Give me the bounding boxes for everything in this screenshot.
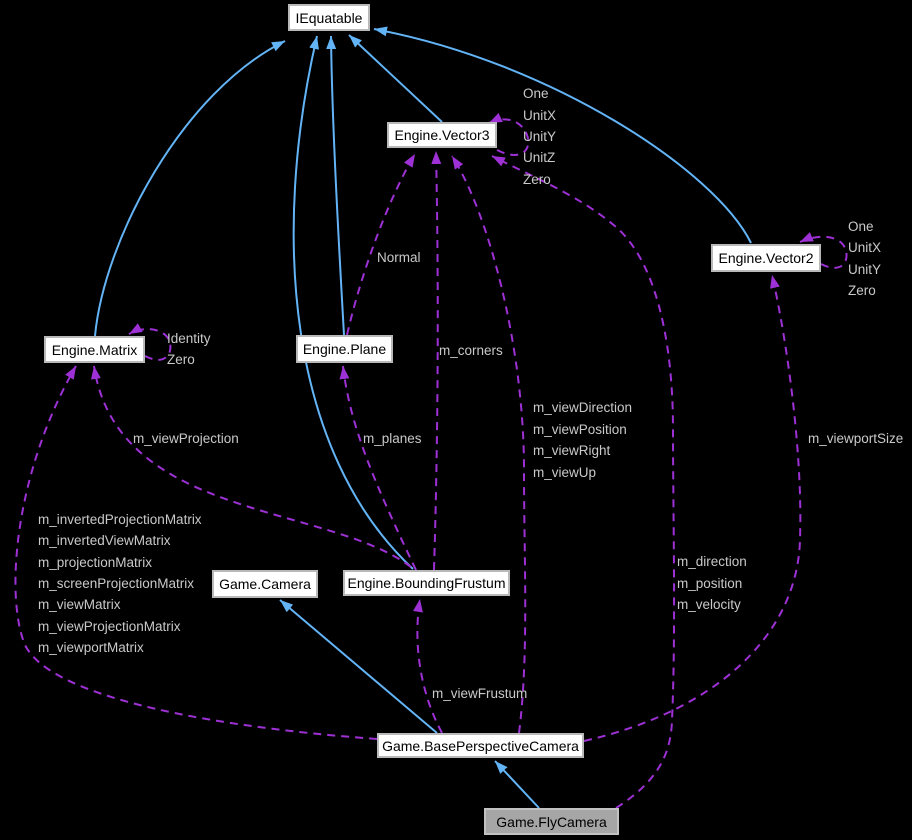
node-iequatable-label: IEquatable (295, 9, 363, 26)
node-baseperspectivecamera-label: Game.BasePerspectiveCamera (382, 737, 579, 754)
edge-usage-boundingfrustum-vector3 (431, 150, 442, 571)
edge-label-matrix-identity: Identity (167, 331, 211, 346)
node-game-baseperspectivecamera[interactable]: Game.BasePerspectiveCamera (377, 733, 584, 758)
node-engine-vector2[interactable]: Engine.Vector2 (711, 244, 821, 272)
edge-label-vector3-unity: UnitY (523, 129, 557, 144)
edge-usage-basecamera-vector2 (583, 274, 802, 742)
edge-usage-boundingfrustum-matrix (90, 365, 412, 568)
edge-label-m-viewright: m_viewRight (533, 443, 611, 458)
edge-usage-boundingfrustum-plane (339, 365, 417, 571)
edge-label-vector3-unitx: UnitX (523, 108, 557, 123)
node-vector3-label: Engine.Vector3 (394, 127, 490, 143)
edge-inherit-basecamera-camera (279, 599, 438, 734)
edge-label-m-viewportsize: m_viewportSize (808, 431, 904, 446)
node-game-flycamera: Game.FlyCamera (484, 808, 619, 835)
edge-label-vector2-unity: UnitY (848, 262, 882, 277)
edge-label-matrix-zero: Zero (167, 352, 195, 367)
edge-label-vector2-unitx: UnitX (848, 240, 882, 255)
edge-label-m-position: m_position (677, 576, 743, 591)
edge-inherit-plane-iequatable (326, 35, 345, 336)
edge-label-m-viewdirection: m_viewDirection (533, 400, 633, 415)
edge-label-m-viewprojectionmatrix: m_viewProjectionMatrix (38, 619, 181, 634)
edge-label-vector2-one: One (848, 219, 874, 234)
node-camera-label: Game.Camera (219, 576, 311, 592)
edge-label-vector2-zero: Zero (848, 283, 876, 298)
edge-label-vector3-one: One (523, 86, 549, 101)
edge-usage-plane-vector3 (346, 153, 416, 336)
edge-label-m-viewmatrix: m_viewMatrix (38, 597, 121, 612)
node-matrix-label: Engine.Matrix (51, 341, 138, 358)
edge-usage-vector3-self-loop (488, 112, 530, 156)
node-engine-boundingfrustum[interactable]: Engine.BoundingFrustum (343, 570, 510, 596)
node-engine-vector3[interactable]: Engine.Vector3 (387, 122, 497, 148)
node-engine-matrix[interactable]: Engine.Matrix (44, 336, 145, 363)
edge-label-m-invertedprojectionmatrix: m_invertedProjectionMatrix (38, 512, 202, 527)
edge-inherit-boundingfrustum-iequatable (292, 35, 414, 570)
edge-label-m-screenprojectionmatrix: m_screenProjectionMatrix (38, 576, 195, 591)
edge-label-m-viewfrustum: m_viewFrustum (432, 686, 528, 701)
edge-label-m-planes: m_planes (363, 431, 422, 446)
edge-label-vector3-zero: Zero (523, 172, 551, 187)
edge-usage-basecamera-boundingfrustum (413, 598, 443, 734)
edge-label-m-viewposition: m_viewPosition (533, 422, 627, 437)
edge-inherit-flycamera-basecamera (494, 760, 540, 809)
edge-label-m-corners: m_corners (439, 343, 503, 358)
edge-label-m-projectionmatrix: m_projectionMatrix (38, 555, 153, 570)
edge-label-m-invertedviewmatrix: m_invertedViewMatrix (38, 533, 171, 548)
node-iequatable[interactable]: IEquatable (288, 4, 370, 31)
edge-label-m-velocity: m_velocity (677, 597, 741, 612)
edge-inherit-matrix-iequatable (94, 40, 286, 337)
node-plane-label: Engine.Plane (302, 341, 387, 357)
edge-label-m-viewprojection: m_viewProjection (133, 431, 239, 446)
edge-label-normal: Normal (377, 250, 421, 265)
edge-usage-vector2-self-loop (799, 232, 848, 269)
edge-label-vector3-unitz: UnitZ (523, 150, 556, 165)
edge-usage-matrix-self-loop (128, 323, 172, 361)
edge-inherit-vector2-iequatable (373, 26, 752, 244)
node-flycamera-label: Game.FlyCamera (496, 813, 607, 830)
edge-label-m-viewup: m_viewUp (533, 465, 597, 480)
edge-label-m-viewportmatrix: m_viewportMatrix (38, 640, 144, 655)
edge-usage-flycamera-vector3 (491, 155, 676, 809)
edge-label-m-direction: m_direction (677, 554, 747, 569)
node-engine-plane[interactable]: Engine.Plane (296, 335, 393, 363)
node-vector2-label: Engine.Vector2 (718, 250, 814, 266)
edge-inherit-vector3-iequatable (348, 34, 443, 123)
node-boundingfrustum-label: Engine.BoundingFrustum (347, 575, 506, 591)
node-game-camera[interactable]: Game.Camera (212, 570, 318, 598)
edge-usage-basecamera-vector3 (451, 155, 527, 734)
